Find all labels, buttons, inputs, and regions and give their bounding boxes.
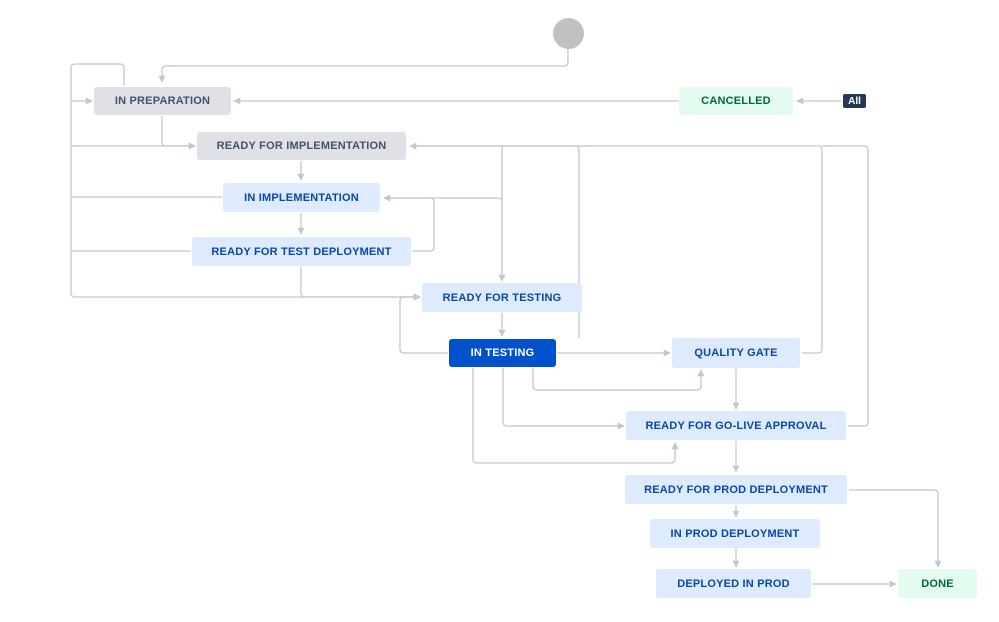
transition-start <box>158 49 569 83</box>
transition-trunk-to-in-impl <box>383 194 503 202</box>
status-cancelled[interactable]: CANCELLED <box>679 87 793 115</box>
transition-in-testing-to-quality-gate-loop <box>532 368 705 391</box>
transition-go-live-back <box>822 145 869 427</box>
status-ready-for-implementation[interactable]: READY FOR IMPLEMENTATION <box>197 132 406 160</box>
transition-in-testing-to-go-live-loop <box>472 368 679 464</box>
transition-ready-prod-to-done <box>849 489 942 568</box>
status-ready-for-go-live-approval[interactable]: READY FOR GO-LIVE APPROVAL <box>626 411 846 440</box>
status-deployed-in-prod[interactable]: DEPLOYED IN PROD <box>656 569 811 598</box>
status-done[interactable]: DONE <box>898 569 977 598</box>
transition-in-prep-to-ready-impl <box>161 116 196 150</box>
status-ready-for-prod-deployment[interactable]: READY FOR PROD DEPLOYMENT <box>625 475 847 504</box>
transition-in-testing-to-go-live <box>502 368 625 430</box>
transition-loop-left <box>70 63 421 301</box>
status-in-preparation[interactable]: IN PREPARATION <box>94 87 231 115</box>
status-in-testing[interactable]: IN TESTING <box>449 339 556 367</box>
transition-ready-test-deploy-to-ready-testing <box>300 267 421 301</box>
status-in-implementation[interactable]: IN IMPLEMENTATION <box>223 183 380 212</box>
workflow-start-node <box>553 18 584 49</box>
status-ready-for-testing[interactable]: READY FOR TESTING <box>422 283 582 312</box>
transition-in-testing-to-ready-testing <box>399 293 448 354</box>
status-quality-gate[interactable]: QUALITY GATE <box>672 338 800 368</box>
all-transitions-badge: All <box>843 94 866 108</box>
status-ready-for-test-deployment[interactable]: READY FOR TEST DEPLOYMENT <box>192 237 411 266</box>
status-in-prod-deployment[interactable]: IN PROD DEPLOYMENT <box>650 519 820 548</box>
transition-quality-gate-back <box>410 145 823 354</box>
